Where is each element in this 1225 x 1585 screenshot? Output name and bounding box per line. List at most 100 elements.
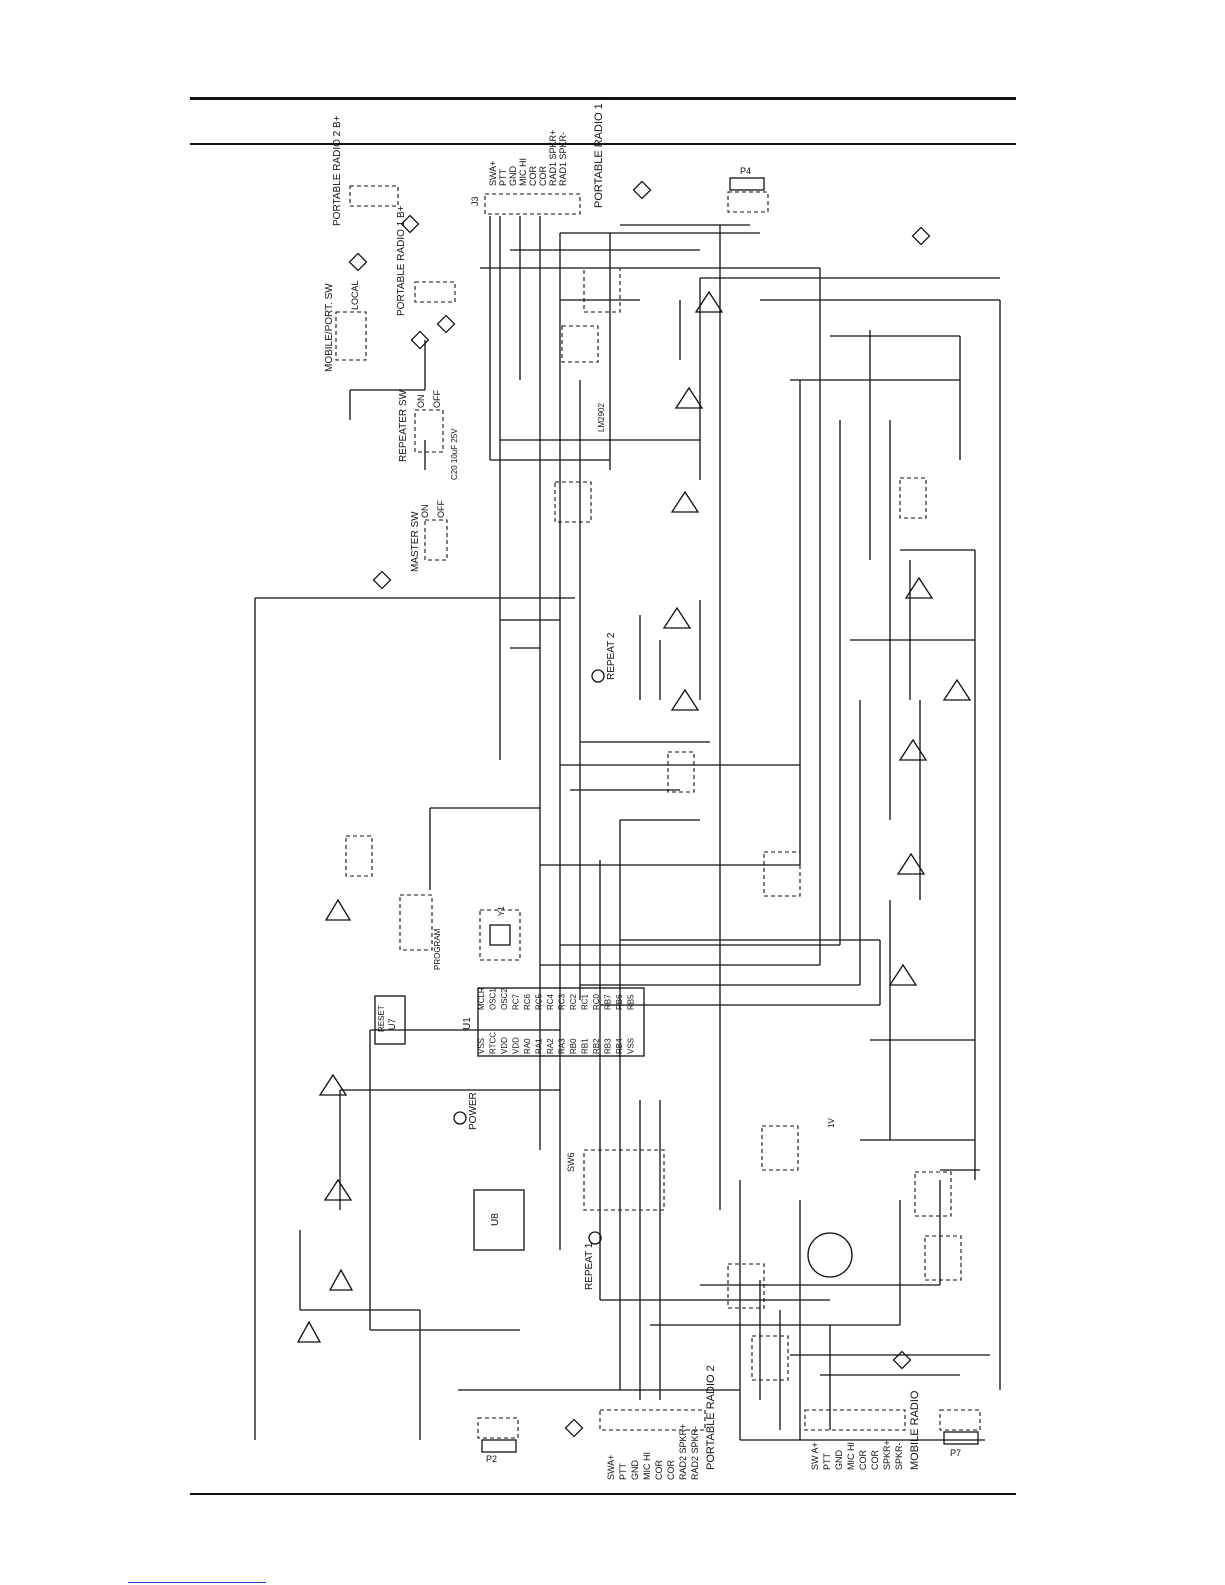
u1-pin-right-11: RC0: [592, 993, 601, 1010]
connector-J10: [399, 894, 433, 951]
label-repeat-2: REPEAT 2: [606, 632, 617, 680]
u1-pin-left-5: RA0: [523, 1038, 532, 1054]
ic-U1: U1: [462, 987, 645, 1057]
transistor-Q8: [751, 1335, 789, 1381]
j3-pin2-label: PTT: [498, 168, 508, 186]
ferrite-FB16: [372, 570, 392, 590]
j1-pin4-label: MIC HI: [846, 1442, 856, 1470]
u1-pin-left-7: RA2: [546, 1038, 555, 1054]
transistor-Q14: [763, 851, 801, 897]
label-c20: C20 10uF 25V: [450, 428, 459, 480]
connector-J13: [414, 281, 456, 303]
u1-pin-left-3: VDD: [500, 1037, 509, 1054]
u1-pin-right-7: RC4: [546, 993, 555, 1010]
j5-pin8-label: RAD2 SPKR-: [690, 1426, 700, 1480]
j1-pin7-label: SPKR+: [882, 1440, 892, 1470]
transistor-Q7: [727, 1263, 765, 1309]
j1-pin2-label: PTT: [822, 1452, 832, 1470]
switch-box-SW3: [335, 311, 367, 361]
ferrite-FB4: [892, 1350, 912, 1370]
U8-ref: U8: [490, 1213, 501, 1226]
U7-ref: U7: [387, 1018, 397, 1030]
ferrite-FB2: [632, 180, 652, 200]
u1-pin-left-1: VSS: [477, 1038, 486, 1054]
label-local: LOCAL: [350, 280, 360, 310]
opamp-U9-A: [888, 963, 918, 986]
labels: PORTABLE RADIO 1 SWA+ PTT GND MIC HI COR…: [324, 103, 921, 1480]
j3-pin7-label: RAD1 SPKR+: [548, 130, 558, 186]
j3-pin1-label: SWA+: [488, 161, 498, 186]
connector-J5: [599, 1409, 706, 1431]
j5-pin6-label: COR: [666, 1460, 676, 1481]
label-repeat-1: REPEAT 1: [584, 1242, 595, 1290]
u1-pin-right-13: RB6: [615, 994, 624, 1010]
j1-pin8-label: SPKR-: [894, 1442, 904, 1470]
u1-pin-left-11: RB2: [592, 1038, 601, 1054]
u1-pin-right-14: RB5: [627, 994, 636, 1010]
wiring: [254, 216, 1001, 1441]
connector-J7: P7: [939, 1409, 981, 1458]
u1-pin-right-9: RC2: [569, 993, 578, 1010]
connector-J12: [349, 185, 399, 207]
caption-portable-radio-1: PORTABLE RADIO 1: [593, 103, 605, 208]
crystal-Y1: [479, 909, 521, 961]
opamp-U5-A: [670, 688, 700, 711]
label-u7-reset: RESET: [377, 1005, 386, 1032]
j5-pin7-label: RAD2 SPKR+: [678, 1424, 688, 1480]
u1-pin-right-2: OSC1: [489, 988, 498, 1010]
caption-j10: PROGRAM: [433, 928, 442, 970]
led-CR3: [591, 669, 605, 683]
mosfet-Q1: [807, 1232, 853, 1278]
u1-pin-left-6: RA1: [535, 1038, 544, 1054]
switch-box-SW2: [414, 409, 444, 453]
opamp-U2-A: [328, 1268, 354, 1291]
footer-rule: [190, 1493, 1016, 1495]
ferrite-FB6: [348, 252, 368, 272]
connector-J1: [804, 1409, 906, 1431]
u1-pin-right-8: RC3: [558, 993, 567, 1010]
caption-portable-radio-2: PORTABLE RADIO 2: [705, 1365, 717, 1470]
transistor-Q9: [924, 1235, 962, 1281]
P4-ref: P4: [740, 166, 751, 176]
leds: [453, 669, 605, 1245]
ferrites: [348, 180, 931, 1438]
j1-pin3-label: GND: [834, 1450, 844, 1471]
J3-ref: J3: [470, 196, 480, 206]
label-y1: Y1: [497, 906, 506, 916]
header-rule-bottom: [190, 143, 1016, 145]
label-repeater-off: OFF: [432, 390, 442, 408]
opamps: [296, 290, 972, 1343]
j1-pin6-label: COR: [870, 1450, 880, 1471]
switch-boxes: [335, 311, 927, 877]
connector-J3: J3: [470, 193, 581, 215]
opamp-U10-B: [324, 898, 352, 921]
opamp-U9-D: [942, 678, 972, 701]
opamp-U2-B: [323, 1178, 353, 1201]
opamp-U9-C: [898, 738, 928, 761]
opamp-U6-B: [694, 290, 724, 313]
ferrite-FB13: [400, 214, 420, 234]
j3-pin5-label: COR: [528, 166, 538, 187]
u1-pin-left-4: VDD: [512, 1037, 521, 1054]
u1-pin-right-4: RC7: [512, 993, 521, 1010]
transistor-Q16: [554, 481, 592, 523]
u1-pin-right-1: MCLR: [477, 987, 486, 1010]
label-master-off: OFF: [436, 500, 446, 518]
label-power: POWER: [468, 1092, 479, 1130]
ferrite-FB14: [436, 314, 456, 334]
ic-U7: U7: [374, 995, 406, 1045]
ferrite-FB5: [410, 330, 430, 350]
opamp-U6-A: [674, 386, 704, 409]
caption-j13: PORTABLE RADIO 1 B+: [396, 205, 407, 316]
P2-ref: P2: [486, 1454, 497, 1464]
caption-mobile-radio: MOBILE RADIO: [909, 1390, 921, 1470]
label-mobile-port-sw: MOBILE/PORT. SW: [324, 283, 335, 372]
SW6-ref: SW6: [566, 1152, 576, 1172]
opamp-part-label: LM2902: [597, 403, 606, 432]
j3-pin4-label: MIC HI: [518, 158, 528, 186]
switch-box-SW7: [899, 477, 927, 519]
ic-U8: U8: [473, 1189, 525, 1251]
label-master-on: ON: [420, 505, 430, 519]
